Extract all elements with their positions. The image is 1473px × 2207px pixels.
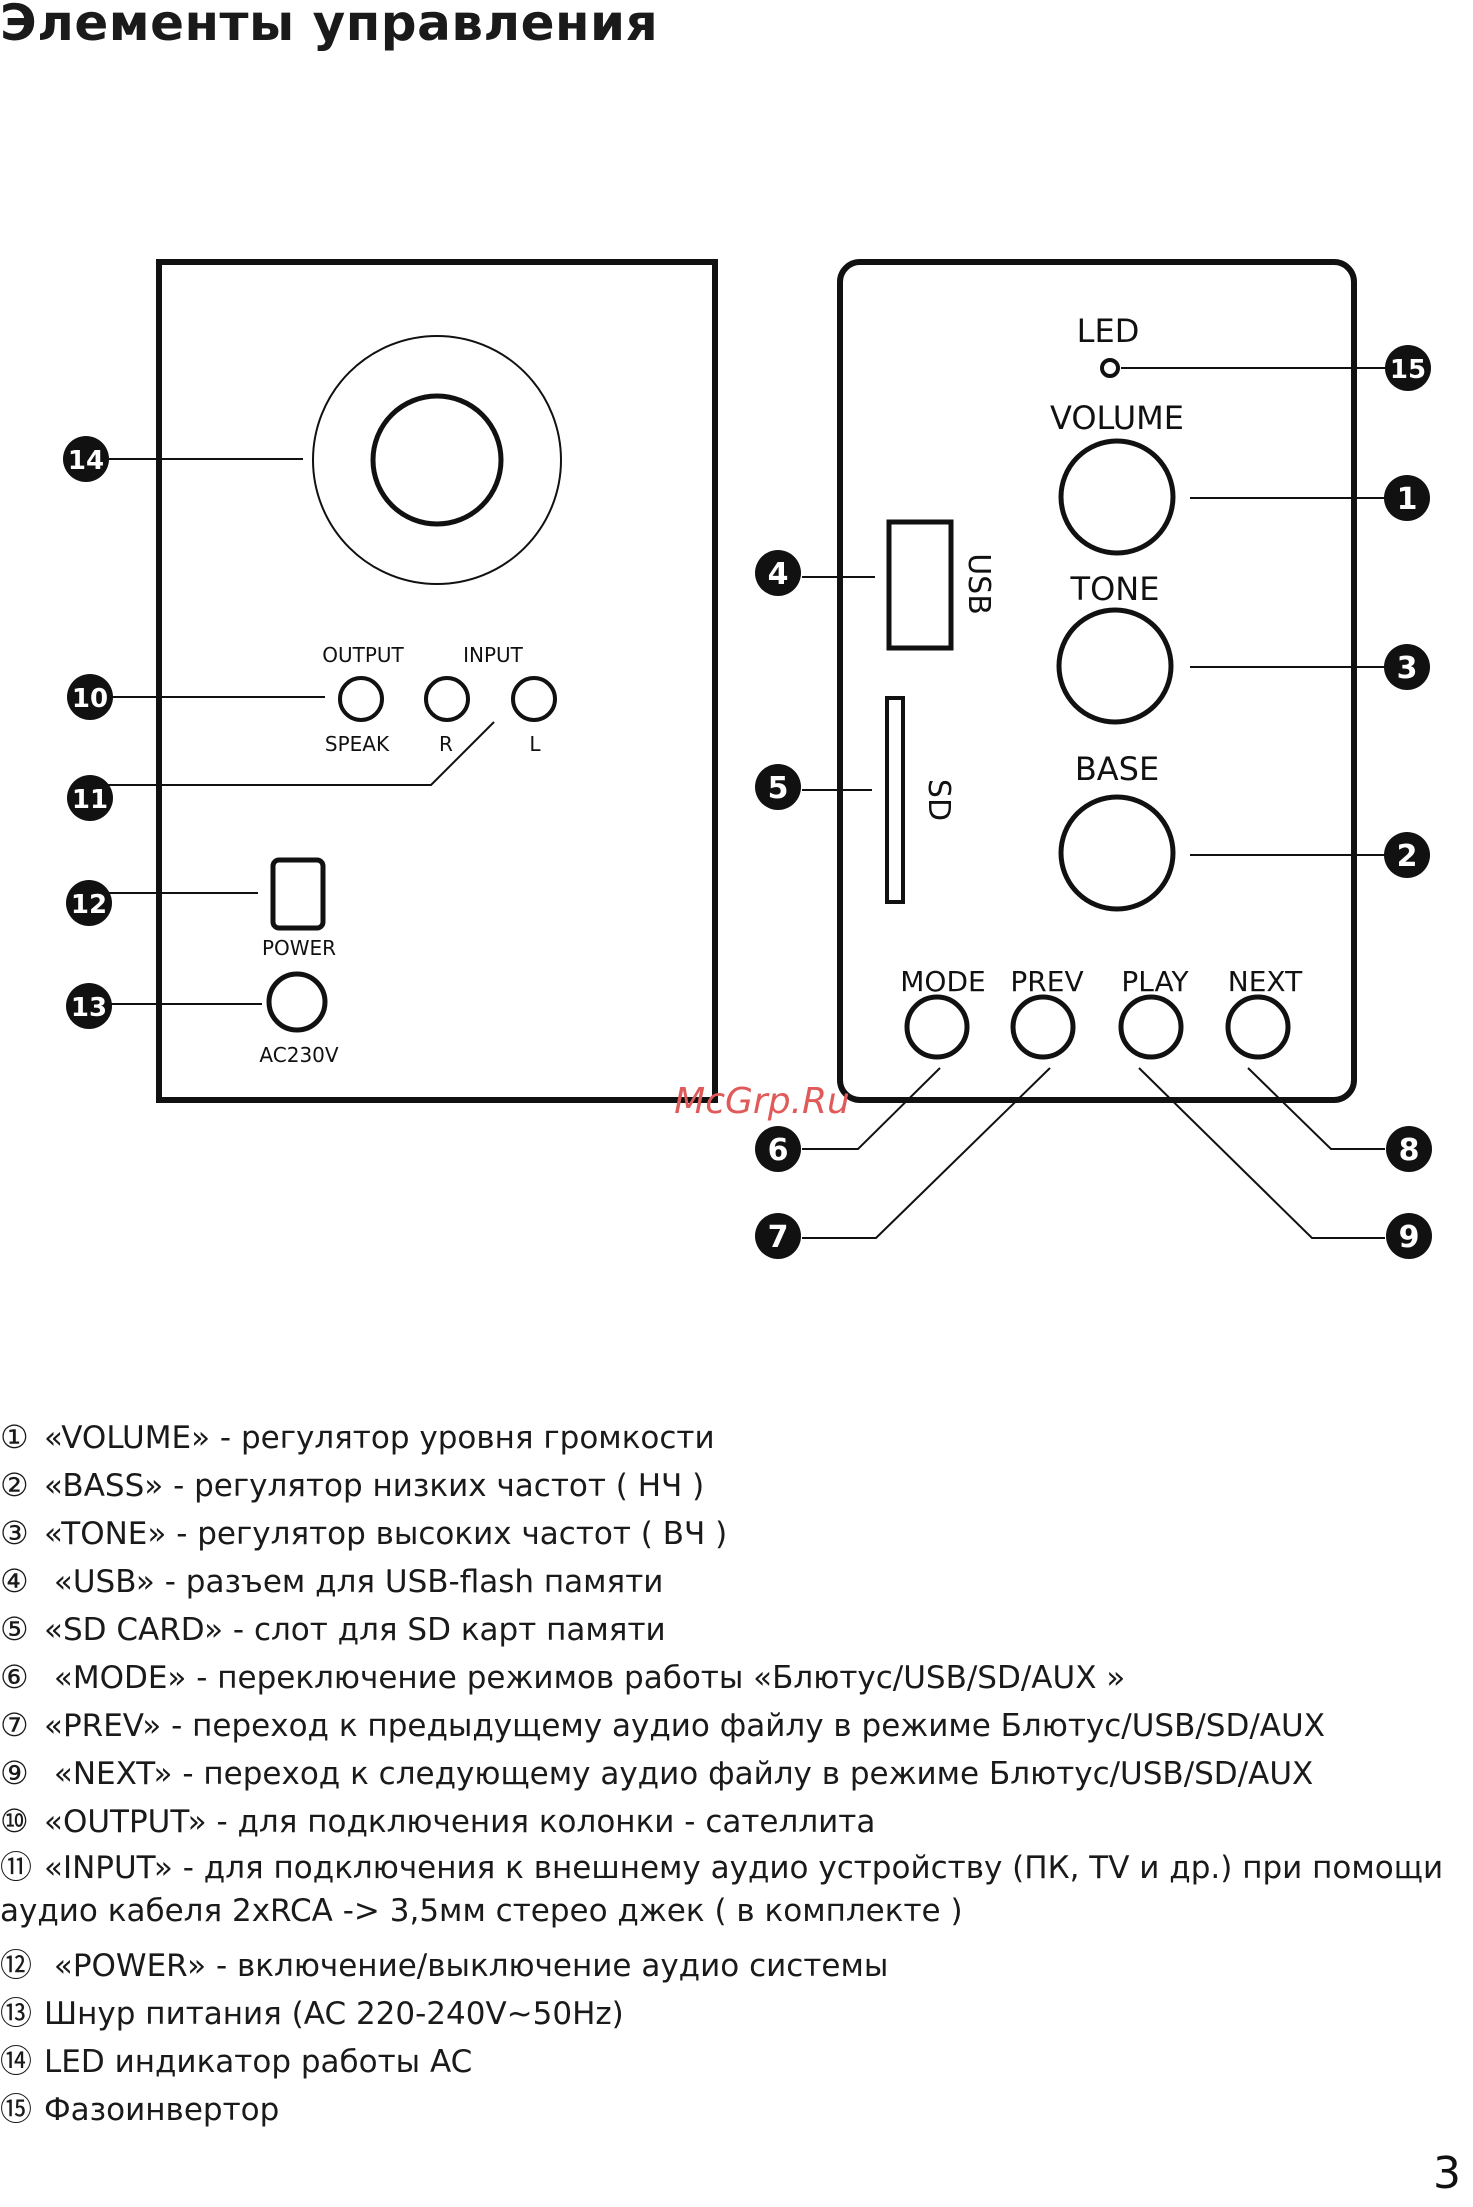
bass-reflex-port-inner bbox=[370, 393, 504, 527]
base-knob[interactable] bbox=[1058, 794, 1176, 912]
tone-knob[interactable] bbox=[1056, 607, 1174, 725]
legend-item: ⑪«INPUT» - для подключения к внешнему ау… bbox=[0, 1848, 1444, 1929]
legend-item: ①«VOLUME» - регулятор уровня громкости bbox=[0, 1418, 715, 1456]
svg-text:6: 6 bbox=[768, 1133, 789, 1168]
svg-text:5: 5 bbox=[768, 771, 789, 806]
label-base: BASE bbox=[1075, 750, 1159, 788]
callout-1: 1 bbox=[1384, 475, 1430, 521]
volume-knob[interactable] bbox=[1058, 438, 1176, 556]
callout-5: 5 bbox=[755, 764, 801, 810]
callout-11: 11 bbox=[67, 775, 113, 821]
svg-text:3: 3 bbox=[1397, 651, 1418, 686]
svg-text:15: 15 bbox=[1390, 355, 1426, 385]
label-speak: SPEAK bbox=[325, 732, 390, 756]
svg-text:10: 10 bbox=[72, 684, 108, 714]
callout-7: 7 bbox=[755, 1213, 801, 1259]
input-r-jack[interactable] bbox=[424, 676, 470, 722]
label-r: R bbox=[439, 732, 453, 756]
svg-text:7: 7 bbox=[768, 1220, 789, 1255]
bass-reflex-port-outer bbox=[312, 335, 562, 585]
callout-6: 6 bbox=[755, 1126, 801, 1172]
led-indicator bbox=[1100, 358, 1120, 378]
callout-13: 13 bbox=[66, 983, 112, 1029]
svg-text:12: 12 bbox=[71, 890, 107, 920]
label-usb: USB bbox=[961, 553, 996, 615]
label-sd: SD bbox=[921, 779, 956, 821]
svg-text:14: 14 bbox=[68, 446, 104, 476]
front-panel-right bbox=[837, 259, 1357, 1103]
callout-15: 15 bbox=[1385, 345, 1431, 391]
svg-text:8: 8 bbox=[1399, 1133, 1420, 1168]
next-button[interactable] bbox=[1225, 994, 1291, 1060]
label-tone: TONE bbox=[1070, 570, 1160, 608]
power-cord-inlet bbox=[266, 971, 328, 1033]
leader-lines bbox=[108, 367, 1390, 1239]
callout-3: 3 bbox=[1384, 644, 1430, 690]
play-button[interactable] bbox=[1118, 994, 1184, 1060]
page-title: Элементы управления bbox=[0, 0, 659, 52]
callout-10: 10 bbox=[67, 674, 113, 720]
legend-item: ⑫ «POWER» - включение/выключение аудио с… bbox=[0, 1946, 889, 1984]
input-l-jack[interactable] bbox=[511, 676, 557, 722]
control-diagram: OUTPUT INPUT SPEAK R L POWER AC230V LED … bbox=[63, 259, 1432, 1259]
label-mode: MODE bbox=[900, 965, 985, 998]
svg-text:9: 9 bbox=[1399, 1220, 1420, 1255]
mode-button[interactable] bbox=[904, 994, 970, 1060]
callout-14: 14 bbox=[63, 436, 109, 482]
legend-item: ③«TONE» - регулятор высоких частот ( ВЧ … bbox=[0, 1514, 728, 1552]
prev-button[interactable] bbox=[1010, 994, 1076, 1060]
page-number: 3 bbox=[1433, 2148, 1461, 2199]
label-led: LED bbox=[1077, 312, 1140, 350]
callout-8: 8 bbox=[1386, 1126, 1432, 1172]
label-input: INPUT bbox=[463, 643, 524, 667]
watermark: McGrp.Ru bbox=[674, 1081, 850, 1122]
label-output: OUTPUT bbox=[322, 643, 404, 667]
callout-4: 4 bbox=[755, 550, 801, 596]
label-l: L bbox=[529, 732, 541, 756]
label-volume: VOLUME bbox=[1050, 399, 1184, 437]
label-next: NEXT bbox=[1228, 965, 1303, 998]
callout-2: 2 bbox=[1384, 832, 1430, 878]
legend-item: ⑥ «MODE» - переключение режимов работы «… bbox=[0, 1658, 1126, 1696]
legend-item: ⑤«SD CARD» - слот для SD карт памяти bbox=[0, 1610, 666, 1648]
rear-panel-left bbox=[156, 259, 718, 1103]
sd-card-slot[interactable] bbox=[885, 696, 905, 904]
legend-item: ④ «USB» - разъем для USB-flash памяти bbox=[0, 1562, 664, 1600]
callout-12: 12 bbox=[66, 880, 112, 926]
usb-port[interactable] bbox=[886, 519, 954, 651]
svg-text:4: 4 bbox=[768, 557, 789, 592]
label-ac230v: AC230V bbox=[259, 1043, 338, 1067]
legend-item: ⑦«PREV» - переход к предыдущему аудио фа… bbox=[0, 1706, 1325, 1744]
svg-text:1: 1 bbox=[1397, 482, 1418, 517]
legend-item: ②«BASS» - регулятор низких частот ( НЧ ) bbox=[0, 1466, 705, 1504]
legend-item: ⑨ «NEXT» - переход к следующему аудио фа… bbox=[0, 1754, 1314, 1792]
power-switch[interactable] bbox=[270, 857, 326, 931]
legend-item: ⑩«OUTPUT» - для подключения колонки - са… bbox=[0, 1802, 876, 1840]
label-play: PLAY bbox=[1121, 965, 1189, 998]
label-prev: PREV bbox=[1010, 965, 1083, 998]
callout-9: 9 bbox=[1386, 1213, 1432, 1259]
svg-text:13: 13 bbox=[71, 993, 107, 1023]
label-power: POWER bbox=[262, 936, 336, 960]
svg-text:2: 2 bbox=[1397, 839, 1418, 874]
svg-text:11: 11 bbox=[72, 785, 108, 815]
output-speak-jack[interactable] bbox=[338, 676, 384, 722]
